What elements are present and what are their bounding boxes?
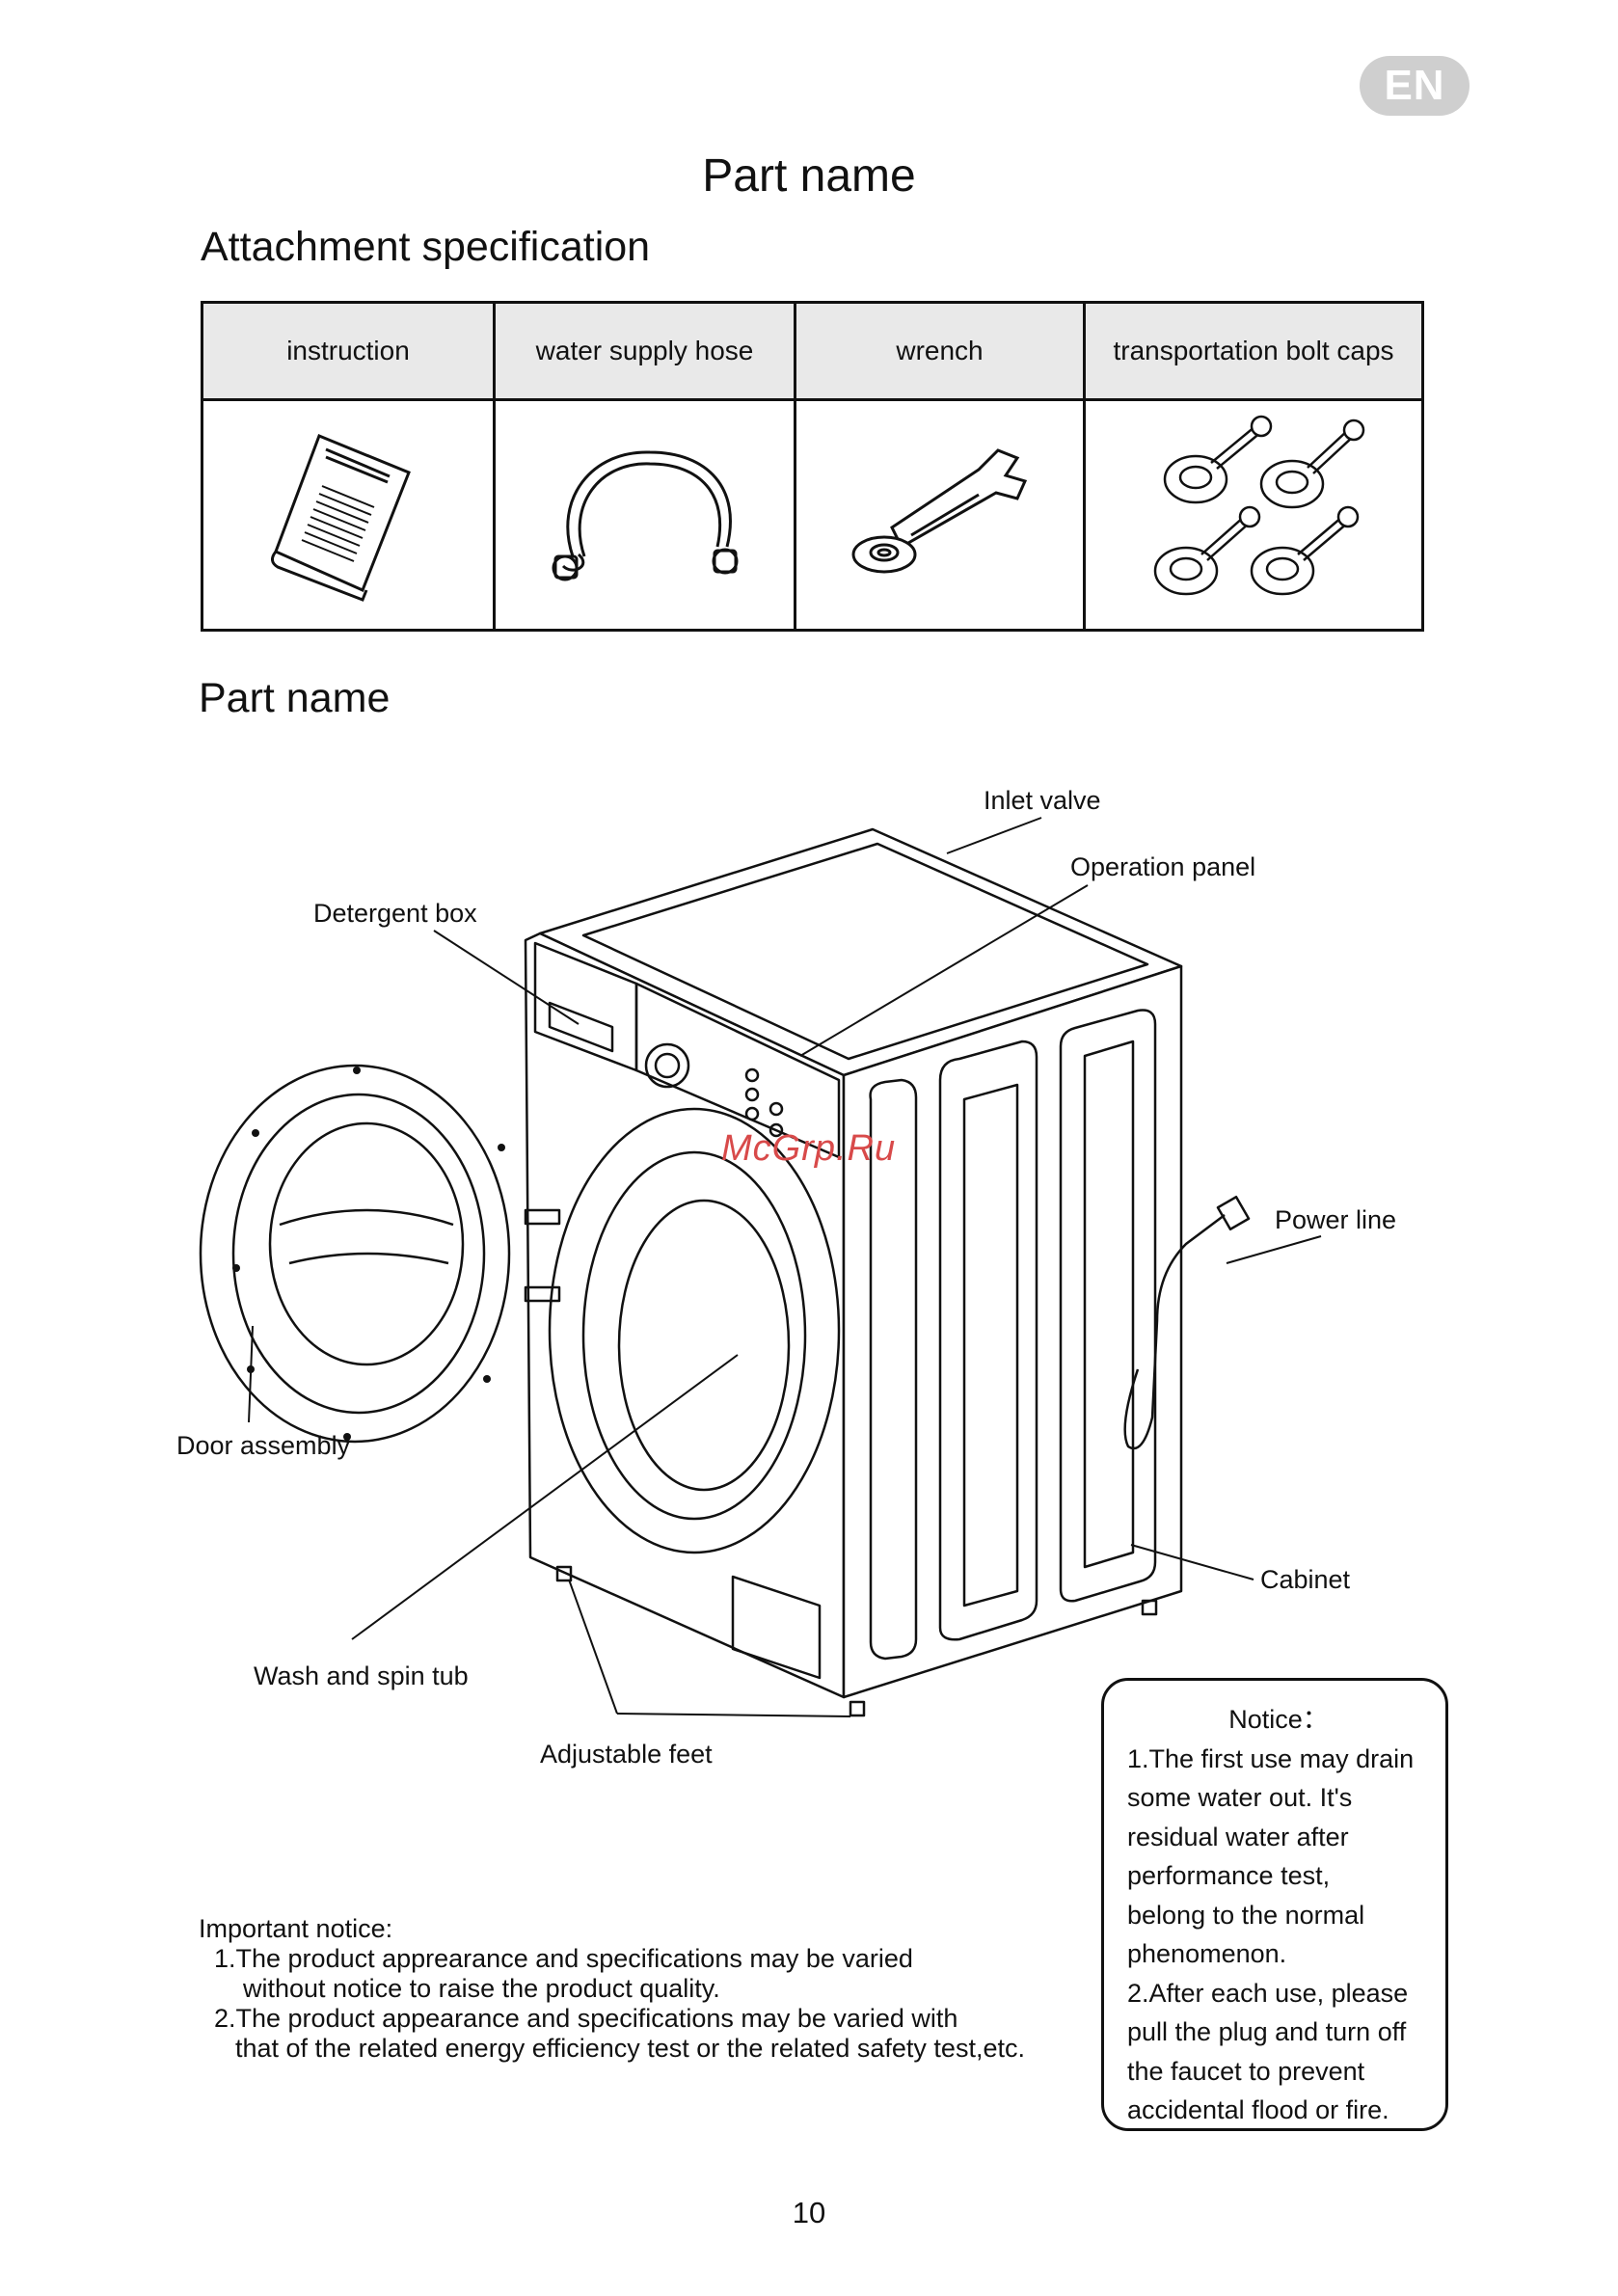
notice-line: pull the plug and turn off xyxy=(1127,2017,1407,2046)
notice-title: Notice： xyxy=(1228,1705,1329,1734)
page-number: 10 xyxy=(792,2196,826,2229)
part-name-section-title: Part name xyxy=(199,675,391,721)
notice-line: belong to the normal xyxy=(1127,1900,1365,1930)
important-notice-line: without notice to raise the product qual… xyxy=(243,1974,720,2003)
notice-line: residual water after xyxy=(1127,1822,1349,1851)
important-notice: Important notice: 1.The product appreara… xyxy=(199,1914,1025,2064)
notice-line: some water out. It's xyxy=(1127,1783,1353,1812)
wrench-icon xyxy=(851,447,1027,573)
attachment-header-instruction: instruction xyxy=(201,301,496,401)
attachment-image-bolt-caps xyxy=(1083,398,1424,632)
important-notice-line: that of the related energy efficiency te… xyxy=(235,2034,1025,2063)
attachment-section-title: Attachment specification xyxy=(201,224,651,270)
label-inlet-valve: Inlet valve xyxy=(984,786,1101,815)
label-power-line: Power line xyxy=(1275,1205,1397,1234)
label-door-assembly: Door assembly xyxy=(176,1431,351,1460)
label-detergent-box: Detergent box xyxy=(313,899,477,928)
notice-line: 2.After each use, please xyxy=(1127,1978,1409,2008)
important-notice-line: 2.The product appearance and specificati… xyxy=(214,2004,958,2033)
label-adjustable-feet: Adjustable feet xyxy=(540,1740,713,1769)
notice-line: phenomenon. xyxy=(1127,1939,1287,1968)
attachment-image-hose xyxy=(493,398,796,632)
attachment-header-bolt-caps: transportation bolt caps xyxy=(1083,301,1424,401)
bolt-caps-icon xyxy=(1153,415,1365,595)
notice-line: 1.The first use may drain xyxy=(1127,1743,1415,1773)
page-title: Part name xyxy=(702,150,916,202)
attachment-header-wrench: wrench xyxy=(794,301,1086,401)
language-badge: EN xyxy=(1360,56,1470,116)
attachment-header-hose: water supply hose xyxy=(493,301,796,401)
attachment-image-wrench xyxy=(794,398,1086,632)
attachment-image-instruction xyxy=(201,398,496,632)
label-cabinet: Cabinet xyxy=(1260,1565,1351,1594)
notice-line: performance test, xyxy=(1127,1861,1331,1890)
manual-booklet-icon xyxy=(271,433,411,602)
watermark: McGrp.Ru xyxy=(721,1128,897,1169)
notice-line: the faucet to prevent xyxy=(1127,2056,1365,2086)
hose-icon xyxy=(552,449,738,581)
label-wash-spin-tub: Wash and spin tub xyxy=(254,1661,469,1690)
important-notice-title: Important notice: xyxy=(199,1914,393,1943)
notice-box: Notice： 1.The first use may drain some w… xyxy=(1101,1678,1448,2131)
notice-line: accidental flood or fire. xyxy=(1127,2095,1389,2124)
attachment-table: instruction water supply hose wrench tra… xyxy=(201,301,1424,632)
important-notice-line: 1.The product apprearance and specificat… xyxy=(214,1944,913,1973)
label-operation-panel: Operation panel xyxy=(1070,852,1256,881)
